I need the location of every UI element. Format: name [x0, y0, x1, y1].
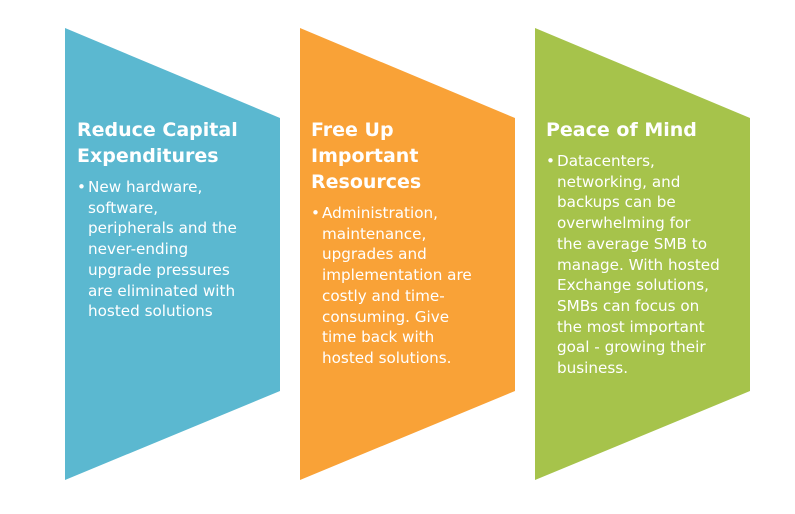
- body-line: Exchange solutions,: [557, 276, 709, 295]
- panel-body: •Datacenters, networking, and backups can …: [546, 151, 751, 379]
- title-line: Expenditures: [77, 145, 219, 167]
- body-line: business.: [557, 359, 629, 378]
- body-line: SMBs can focus on: [557, 296, 700, 315]
- bullet-icon: •: [77, 178, 86, 196]
- body-line: upgrades and: [322, 245, 427, 264]
- body-line: peripherals and the: [88, 219, 237, 238]
- body-line: Administration,: [322, 204, 438, 222]
- panel-peace-of-mind: Peace of Mind •Datacenters, networking, an…: [546, 117, 751, 379]
- title-line: Resources: [311, 171, 422, 193]
- body-line: overwhelming for: [557, 214, 691, 233]
- body-line: manage. With hosted: [557, 255, 720, 274]
- body-line: hosted solutions: [88, 302, 213, 321]
- body-line: are eliminated with: [88, 281, 236, 300]
- bullet-icon: •: [311, 204, 320, 222]
- title-line: Peace of Mind: [546, 119, 697, 141]
- body-line: maintenance,: [322, 224, 427, 243]
- panel-shape-reduce-capital: [65, 28, 280, 480]
- bullet-icon: •: [546, 152, 555, 170]
- title-line: Reduce Capital: [77, 119, 238, 141]
- body-line: consuming. Give: [322, 307, 450, 326]
- panel-shape-peace-of-mind: [535, 28, 750, 480]
- panel-title: Peace of Mind: [546, 117, 751, 143]
- panel-body: •New hardware, software, peripherals and t…: [77, 177, 282, 322]
- panel-shape-free-up-resources: [300, 28, 515, 480]
- body-line: time back with: [322, 328, 435, 347]
- body-line: software,: [88, 198, 159, 217]
- panel-body: •Administration, maintenance, upgrades and…: [311, 203, 516, 369]
- body-line: the most important: [557, 317, 705, 336]
- body-line: backups can be: [557, 193, 676, 212]
- body-line: Datacenters,: [557, 152, 655, 170]
- body-line: implementation are: [322, 266, 472, 285]
- body-line: upgrade pressures: [88, 260, 230, 279]
- body-line: the average SMB to: [557, 234, 707, 253]
- body-line: New hardware,: [88, 178, 203, 196]
- body-line: hosted solutions.: [322, 348, 452, 367]
- body-line: goal - growing their: [557, 338, 706, 357]
- body-line: networking, and: [557, 172, 681, 191]
- title-line: Free Up: [311, 119, 394, 141]
- body-line: never-ending: [88, 240, 189, 259]
- body-line: costly and time-: [322, 286, 445, 305]
- title-line: Important: [311, 145, 419, 167]
